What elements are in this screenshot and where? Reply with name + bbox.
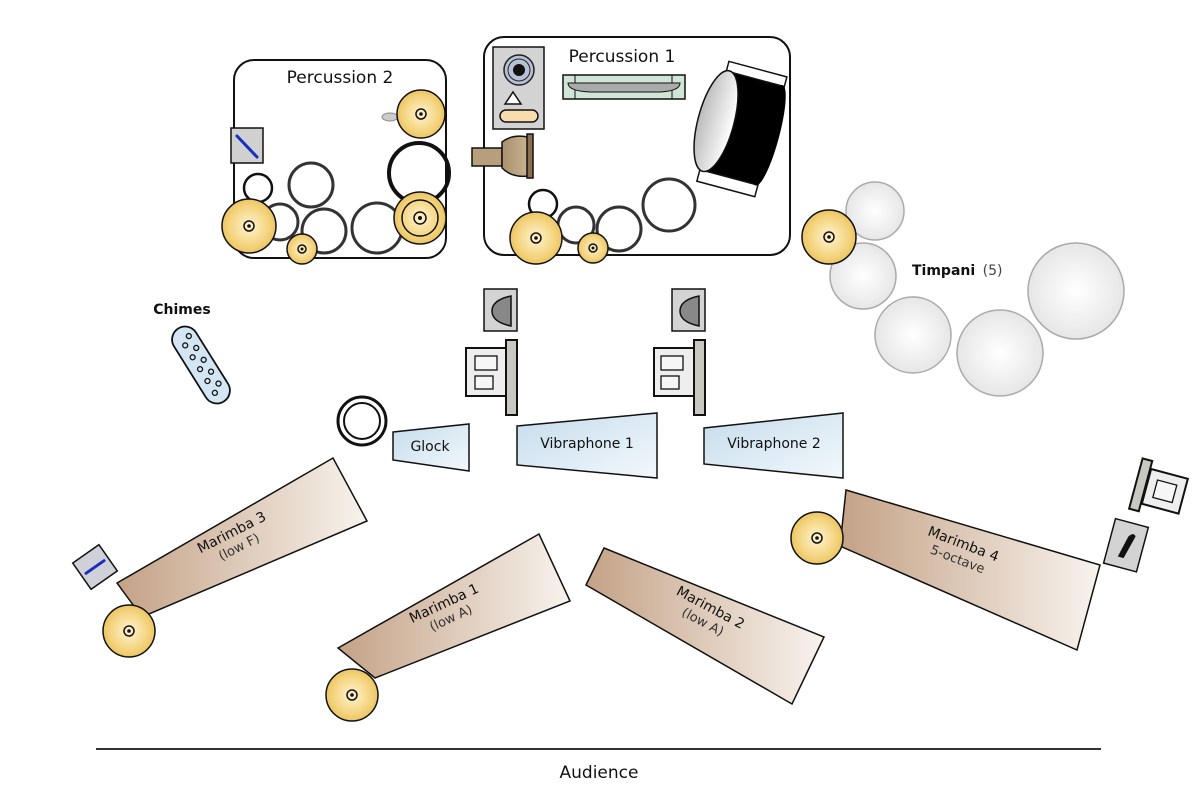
- bass-drum-icon: [693, 60, 788, 198]
- timpani-drum-icon: [874, 296, 952, 374]
- cymbal-icon: [577, 232, 609, 264]
- mallet-stand-icon: [71, 543, 119, 591]
- cymbal-icon: [221, 198, 277, 254]
- stool-icon: [671, 288, 706, 332]
- drum-icon: [300, 207, 348, 255]
- vibraphone-1-label: Vibraphone 1: [540, 436, 634, 452]
- cymbal-mount-icon: [381, 112, 399, 122]
- chimes-station: Chimes: [153, 302, 231, 405]
- vibraphone-1-icon: [516, 412, 658, 479]
- cymbal-icon: [509, 211, 563, 265]
- marimba-2-icon: [585, 547, 826, 706]
- stool-icon: [1102, 517, 1150, 573]
- stool-icon: [483, 288, 518, 332]
- cymbal-icon: [790, 511, 844, 565]
- chimes-label: Chimes: [153, 302, 210, 318]
- marimba-3-station: Marimba 3 (low F): [71, 456, 369, 658]
- music-stand-icon: [1127, 457, 1190, 515]
- trap-table-icon: [562, 74, 686, 100]
- audience-label: Audience: [560, 763, 639, 783]
- cymbal-icon: [801, 209, 857, 265]
- cymbal-icon: [102, 604, 156, 658]
- mallet-stand-icon: [230, 127, 264, 164]
- timpani-label: Timpani (5): [912, 263, 1003, 279]
- percussion-1-label: Percussion 1: [569, 47, 676, 67]
- glock-label: Glock: [410, 439, 450, 455]
- drum-icon: [287, 161, 335, 209]
- vibraphone-2-icon: [703, 412, 844, 479]
- timpani-drum-icon: [1027, 242, 1125, 340]
- marimba-1-icon: [336, 532, 572, 679]
- cymbal-icon: [396, 89, 446, 139]
- marimba-4-station: Marimba 4 5-octave: [790, 457, 1190, 652]
- cymbal-icon: [286, 233, 318, 265]
- music-stand-icon: [653, 339, 706, 416]
- hi-hat-icon: [393, 191, 447, 245]
- music-stand-icon: [465, 339, 518, 416]
- glockenspiel-icon: [392, 423, 470, 472]
- percussion-2-label: Percussion 2: [287, 68, 394, 88]
- glock-station: Glock: [336, 395, 470, 472]
- timpani-station: Timpani (5): [801, 181, 1125, 397]
- marimba-1-station: Marimba 1 (low A): [325, 532, 572, 722]
- percussion-2-station: Percussion 2: [221, 59, 451, 265]
- bell-stand-icon: [471, 133, 534, 179]
- drum-icon: [641, 177, 697, 233]
- triangle-icon: [503, 90, 523, 105]
- woodblock-icon: [499, 109, 539, 123]
- timpani-drum-icon: [956, 309, 1044, 397]
- marimba-4-icon: [839, 489, 1101, 652]
- vibraphone-2-label: Vibraphone 2: [727, 436, 821, 452]
- vibraphone-1-station: Vibraphone 1: [465, 288, 658, 479]
- timpani-drum-icon: [845, 181, 905, 241]
- accessory-table-icon: [492, 46, 545, 130]
- vibraphone-2-station: Vibraphone 2: [653, 288, 844, 479]
- cymbal-icon: [325, 668, 379, 722]
- chimes-icon: [171, 325, 231, 405]
- drum-icon: [336, 395, 388, 447]
- percussion-1-station: Percussion 1: [471, 36, 791, 265]
- timpani-drum-icon: [829, 242, 897, 310]
- drum-icon: [595, 205, 643, 253]
- marimba-2-station: Marimba 2 (low A): [585, 547, 826, 706]
